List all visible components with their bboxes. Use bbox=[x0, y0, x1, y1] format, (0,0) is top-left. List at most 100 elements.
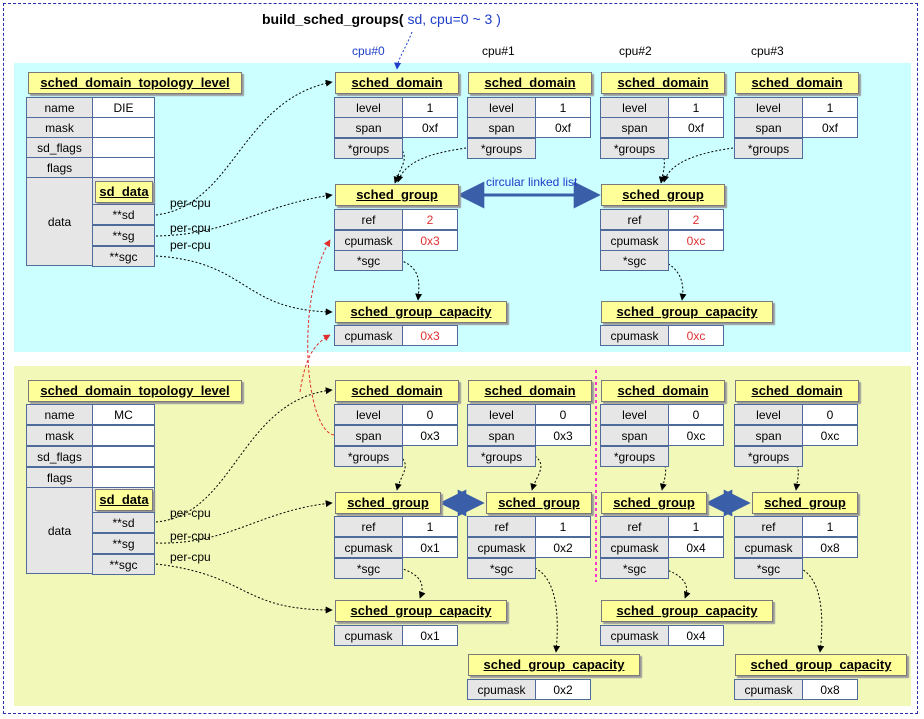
mc-capacity-0-header: sched_group_capacity bbox=[335, 600, 507, 622]
die-sg-percpu-arrow bbox=[155, 192, 333, 237]
mc-domain-3-span-label: span bbox=[734, 425, 803, 446]
mc-domain-0-header: sched_domain bbox=[335, 380, 459, 402]
mc-group-0-cpumask-label: cpumask bbox=[334, 537, 403, 558]
mc-groups-arrow-1 bbox=[530, 455, 542, 491]
die-domain-3-span-value: 0xf bbox=[802, 117, 858, 138]
mc-group-3-cpumask-label: cpumask bbox=[734, 537, 803, 558]
die-domain-3-level-value: 1 bbox=[802, 97, 858, 118]
mc-topo-mask-value bbox=[92, 425, 155, 446]
die-topo-sdflags-value bbox=[92, 137, 155, 158]
die-group-1-cpumask-value: 0xc bbox=[668, 230, 724, 251]
die-domain-3-span-label: span bbox=[734, 117, 803, 138]
mc-domain-3-level-value: 0 bbox=[802, 404, 858, 425]
mc-capacity-2-cpumask-value: 0x4 bbox=[668, 625, 724, 646]
mc-sgc-arrow-0 bbox=[399, 567, 426, 599]
mc-capacity-0-cpumask-value: 0x1 bbox=[402, 625, 458, 646]
die-group-0-ref-label: ref bbox=[334, 209, 403, 230]
die-topo-mask-value bbox=[92, 117, 155, 138]
mc-group-1-cpumask-value: 0x2 bbox=[535, 537, 591, 558]
mc-group-2-sgc: *sgc bbox=[600, 558, 669, 579]
mc-group-3-ref-value: 1 bbox=[802, 516, 858, 537]
mc-group-2-ref-label: ref bbox=[600, 516, 669, 537]
mc-sd-data-sd: **sd bbox=[92, 512, 155, 533]
die-groups-arrow-3 bbox=[662, 147, 734, 183]
mc-domain-2-span-label: span bbox=[600, 425, 669, 446]
die-domain-0-groups: *groups bbox=[334, 138, 403, 159]
cpu-label-3: cpu#3 bbox=[751, 44, 784, 58]
die-sd-data-sgc: **sgc bbox=[92, 246, 155, 267]
die-topo-flags-label: flags bbox=[26, 157, 93, 178]
title-args: sd, cpu=0 ~ 3 ) bbox=[403, 11, 501, 27]
mc-domain-3-groups: *groups bbox=[734, 446, 803, 467]
mc-domain-1-level-label: level bbox=[467, 404, 536, 425]
die-domain-2-span-value: 0xf bbox=[668, 117, 724, 138]
mc-topo-sdflags-label: sd_flags bbox=[26, 446, 93, 467]
die-domain-1-level-label: level bbox=[467, 97, 536, 118]
mc-sd-percpu-arrow bbox=[155, 387, 333, 523]
mc-sg-percpu-arrow bbox=[155, 500, 333, 544]
die-group-0-cpumask-value: 0x3 bbox=[402, 230, 458, 251]
die-capacity-0-cpumask-label: cpumask bbox=[334, 325, 403, 346]
mc-sgc-percpu-arrow bbox=[155, 563, 333, 614]
die-sd-data-header: sd_data bbox=[95, 181, 153, 203]
mc-group-0-sgc: *sgc bbox=[334, 558, 403, 579]
die-sd-percpu-arrow bbox=[155, 79, 333, 216]
mc-sgc-arrow-1 bbox=[534, 567, 561, 653]
mc-domain-3-level-label: level bbox=[734, 404, 803, 425]
die-group-0-cpumask-label: cpumask bbox=[334, 230, 403, 251]
mc-group-1-ref-value: 1 bbox=[535, 516, 591, 537]
mc-domain-1-level-value: 0 bbox=[535, 404, 591, 425]
die-group-1-ref-value: 2 bbox=[668, 209, 724, 230]
die-sd-data-sg: **sg bbox=[92, 225, 155, 246]
mc-groups-arrow-0 bbox=[394, 455, 406, 491]
die-domain-3-groups: *groups bbox=[734, 138, 803, 159]
title-pointer-arrow bbox=[394, 31, 413, 70]
mc-group-2-header: sched_group bbox=[601, 492, 707, 514]
mc-capacity-1-cpumask-label: cpumask bbox=[467, 679, 536, 700]
mc-sd-data-sgc: **sgc bbox=[92, 554, 155, 575]
die-domain-0-span-value: 0xf bbox=[402, 117, 458, 138]
cpu-label-1: cpu#1 bbox=[482, 44, 515, 58]
die-domain-0-level-label: level bbox=[334, 97, 403, 118]
mc-domain-0-level-value: 0 bbox=[402, 404, 458, 425]
die-domain-1-groups: *groups bbox=[467, 138, 536, 159]
die-group-0-header: sched_group bbox=[335, 184, 459, 206]
die-capacity-0-cpumask-value: 0x3 bbox=[402, 325, 458, 346]
mc-capacity-2-header: sched_group_capacity bbox=[601, 600, 773, 622]
mc-topo-name-value: MC bbox=[92, 404, 155, 425]
mc-group-2-ref-value: 1 bbox=[668, 516, 724, 537]
mc-capacity-0-cpumask-label: cpumask bbox=[334, 625, 403, 646]
mc-domain-3-header: sched_domain bbox=[735, 380, 859, 402]
mc-sd-data-sg: **sg bbox=[92, 533, 155, 554]
mc-topo-data-label: data bbox=[26, 487, 93, 574]
mc-capacity-1-header: sched_group_capacity bbox=[468, 654, 640, 676]
mc-domain-1-header: sched_domain bbox=[468, 380, 592, 402]
mc-group-1-header: sched_group bbox=[486, 492, 592, 514]
die-sd-data-sd: **sd bbox=[92, 204, 155, 225]
die-topo-data-label: data bbox=[26, 177, 93, 266]
mc-capacity-3-cpumask-label: cpumask bbox=[734, 679, 803, 700]
die-capacity-1-cpumask-value: 0xc bbox=[668, 325, 724, 346]
die-capacity-0-header: sched_group_capacity bbox=[335, 301, 507, 323]
die-group-1-ref-label: ref bbox=[600, 209, 669, 230]
die-domain-2-header: sched_domain bbox=[601, 72, 725, 94]
mc-group-1-ref-label: ref bbox=[467, 516, 536, 537]
mc-domain-2-groups: *groups bbox=[600, 446, 669, 467]
die-capacity-1-cpumask-label: cpumask bbox=[600, 325, 669, 346]
mc-group-0-ref-label: ref bbox=[334, 516, 403, 537]
mc-topo-flags-value bbox=[92, 467, 155, 488]
die-topo-name-label: name bbox=[26, 97, 93, 118]
mc-domain-1-groups: *groups bbox=[467, 446, 536, 467]
mc-sd-data-header: sd_data bbox=[95, 489, 153, 511]
die-topo-sdflags-label: sd_flags bbox=[26, 137, 93, 158]
mc-group-3-ref-label: ref bbox=[734, 516, 803, 537]
die-sgc-arrow-0 bbox=[399, 259, 423, 301]
die-domain-0-span-label: span bbox=[334, 117, 403, 138]
die-domain-1-level-value: 1 bbox=[535, 97, 591, 118]
mc-group-2-cpumask-label: cpumask bbox=[600, 537, 669, 558]
mc-capacity-3-header: sched_group_capacity bbox=[735, 654, 907, 676]
die-domain-1-span-value: 0xf bbox=[535, 117, 591, 138]
die-topo-name-value: DIE bbox=[92, 97, 155, 118]
die-topo-flags-value bbox=[92, 157, 155, 178]
mc-percpu-label-sgc: per-cpu bbox=[170, 550, 211, 564]
